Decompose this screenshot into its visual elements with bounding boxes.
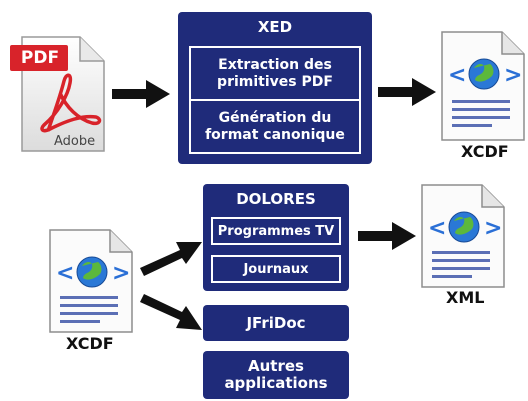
pdf-document-icon: PDF Adobe (10, 35, 106, 153)
arrow-icon (140, 294, 202, 330)
xed-title: XED (257, 18, 293, 36)
xcdf-input-caption: XCDF (66, 334, 114, 353)
svg-text:>: > (112, 261, 130, 286)
arrow-icon (140, 242, 202, 276)
xed-box: XED Extraction des primitives PDF Généra… (178, 12, 372, 164)
svg-text:>: > (504, 63, 522, 88)
globe-icon (448, 211, 480, 243)
jfridoc-box: JFriDoc (203, 305, 349, 341)
svg-text:<: < (56, 261, 74, 286)
dolores-item-journaux: Journaux (211, 255, 341, 283)
svg-text:<: < (428, 216, 446, 241)
dolores-item-programmes-tv-label: Programmes TV (217, 223, 335, 239)
xed-step-generation: Génération du format canonique (189, 99, 361, 154)
xed-step-extraction: Extraction des primitives PDF (189, 46, 361, 101)
arrow-icon (358, 222, 416, 250)
xml-caption: XML (446, 288, 485, 307)
xcdf-output-caption: XCDF (461, 142, 509, 161)
autres-applications-label: Autres applications (224, 357, 328, 392)
dolores-box: DOLORES Programmes TV Journaux (203, 184, 349, 291)
pdf-badge-text: PDF (20, 48, 60, 68)
autres-applications-box: Autres applications (203, 351, 349, 399)
xml-document-icon: < > (420, 183, 506, 289)
globe-icon (468, 58, 500, 90)
svg-text:>: > (484, 216, 502, 241)
arrow-icon (378, 78, 436, 106)
xcdf-document-icon: < > (48, 228, 134, 334)
xed-step-extraction-label: Extraction des primitives PDF (217, 56, 333, 90)
jfridoc-label: JFriDoc (246, 314, 306, 332)
dolores-title: DOLORES (236, 190, 316, 208)
globe-icon (76, 256, 108, 288)
arrow-icon (112, 80, 170, 108)
xed-step-generation-label: Génération du format canonique (205, 109, 345, 143)
dolores-item-journaux-label: Journaux (243, 261, 309, 277)
xcdf-document-icon: < > (440, 30, 526, 142)
dolores-item-programmes-tv: Programmes TV (211, 217, 341, 245)
adobe-label: Adobe (54, 134, 96, 149)
svg-text:<: < (448, 63, 466, 88)
